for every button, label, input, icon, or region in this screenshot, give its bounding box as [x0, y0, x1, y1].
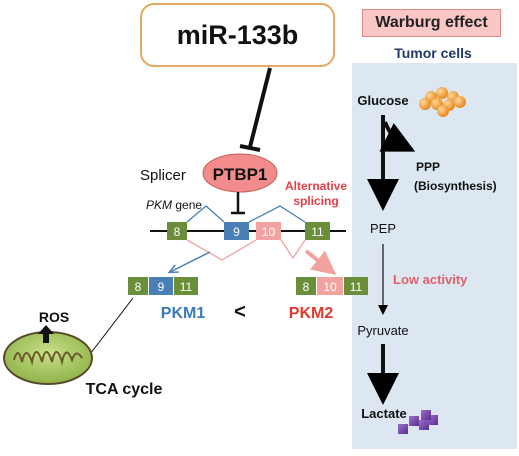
splice-connector-pkm2 — [280, 239, 306, 260]
warburg-effect-label: Warburg effect — [375, 14, 488, 31]
low-activity-label: Low activity — [393, 272, 468, 287]
pkm2-arrow — [304, 249, 337, 275]
tumor-cells-label: Tumor cells — [394, 45, 472, 61]
svg-text:11: 11 — [180, 280, 193, 294]
tca-cycle-label: TCA cycle — [86, 381, 163, 398]
pkm1-exon-11: 11 — [174, 277, 198, 295]
pkm2-exon-8: 8 — [296, 277, 316, 295]
splicer-label: Splicer — [140, 167, 186, 184]
svg-text:8: 8 — [174, 225, 181, 239]
mir-133b-label: miR-133b — [176, 19, 299, 50]
pkm1-exon-8: 8 — [128, 277, 148, 295]
glucose-label: Glucose — [357, 93, 408, 108]
exon-8: 8 — [167, 222, 187, 240]
exon-10: 10 — [256, 222, 281, 240]
alt-splicing-line2: splicing — [293, 194, 338, 208]
ros-up-arrow-icon — [38, 325, 54, 343]
svg-text:11: 11 — [311, 225, 324, 239]
svg-text:9: 9 — [233, 225, 240, 239]
pkm1-label: PKM1 — [161, 305, 206, 322]
comparator-symbol: < — [234, 301, 246, 323]
pep-label: PEP — [370, 221, 396, 236]
pkm-gene-label: PKM gene — [146, 198, 202, 212]
pkm2-exon-10: 10 — [317, 277, 343, 295]
ppp-label: PPP — [416, 160, 440, 174]
lactate-label: Lactate — [361, 406, 407, 421]
glucose-to-ppp-arrow — [379, 121, 416, 152]
ptbp1-label: PTBP1 — [213, 165, 268, 184]
exon-11: 11 — [305, 222, 330, 240]
mir-inhibition-bar — [239, 144, 261, 152]
pyruvate-label: Pyruvate — [357, 323, 408, 338]
pkm1-arrow — [170, 251, 211, 272]
svg-text:10: 10 — [262, 225, 276, 239]
svg-text:11: 11 — [350, 280, 363, 294]
lactate-molecule-icon — [398, 410, 438, 434]
tumor-cells-panel — [352, 63, 517, 449]
pkm2-label: PKM2 — [289, 305, 334, 322]
splice-connector-pkm1 — [186, 205, 225, 223]
ppp-sub-label: (Biosynthesis) — [414, 179, 497, 193]
svg-text:10: 10 — [323, 280, 337, 294]
svg-text:8: 8 — [135, 280, 142, 294]
pkm1-exon-9: 9 — [149, 277, 173, 295]
exon-9: 9 — [224, 222, 249, 240]
pkm2-exon-11: 11 — [344, 277, 368, 295]
pkm1-to-tca-arrow — [84, 297, 134, 362]
mir-133b-box: miR-133b — [140, 3, 335, 67]
ptbp1-ellipse — [202, 153, 278, 193]
ros-label: ROS — [39, 309, 69, 325]
alt-splicing-line1: Alternative — [285, 179, 347, 193]
glucose-molecule-icon — [419, 87, 466, 117]
mir-inhibition-line — [248, 67, 272, 148]
splice-connector-pkm1 — [248, 205, 306, 223]
svg-text:8: 8 — [303, 280, 310, 294]
svg-text:9: 9 — [158, 280, 165, 294]
warburg-effect-badge: Warburg effect — [362, 9, 501, 37]
splice-connector-pkm2 — [186, 239, 257, 261]
